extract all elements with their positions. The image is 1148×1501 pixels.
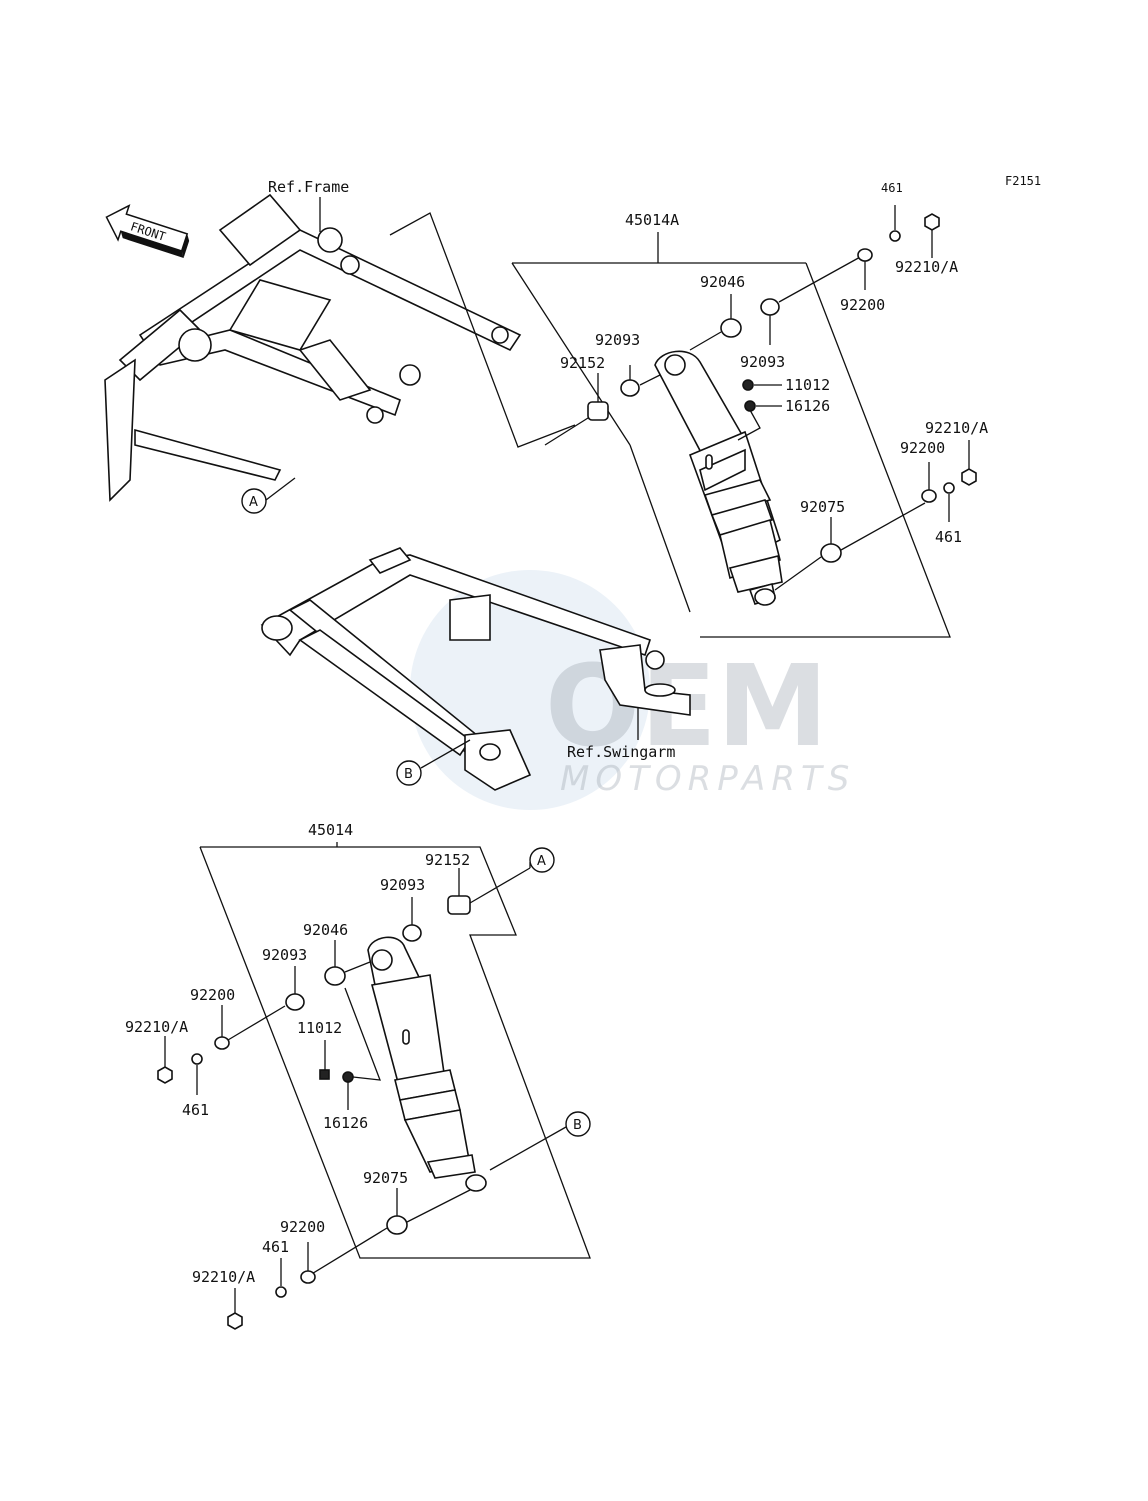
marker-b-leader-top <box>420 739 471 769</box>
marker-a-leader-top <box>265 477 296 501</box>
label-11012-lower: 11012 <box>297 1019 342 1037</box>
frame-drawing <box>104 193 522 502</box>
assembly-45014a-label: 45014A <box>625 211 679 229</box>
part-16126-lower <box>342 1071 354 1083</box>
assembly-45014-label: 45014 <box>308 821 353 839</box>
label-92210a-lower-bottom: 92210/A <box>192 1268 255 1286</box>
label-16126-lower: 16126 <box>323 1114 368 1132</box>
part-92075-lower <box>386 1215 408 1235</box>
label-92200-lower-bottom: 92200 <box>280 1218 325 1236</box>
swingarm-drawing <box>260 547 691 791</box>
part-11012-upper <box>742 379 754 391</box>
label-92200-upper-mid: 92200 <box>900 439 945 457</box>
part-461-upper-mid <box>943 482 955 494</box>
part-92200-lower-bottom <box>300 1270 316 1284</box>
upper-parts <box>544 205 977 591</box>
label-92046-upper: 92046 <box>700 273 745 291</box>
part-92093-lower-left <box>285 993 305 1011</box>
label-92200-upper-top: 92200 <box>840 296 885 314</box>
svg-text:A: A <box>537 854 546 869</box>
part-92046-upper <box>720 318 742 338</box>
front-arrow-icon: FRONT <box>105 204 190 258</box>
label-461-lower-bottom: 461 <box>262 1238 289 1256</box>
label-461-lower-left: 461 <box>182 1101 209 1119</box>
label-92210a-upper-mid: 92210/A <box>925 419 988 437</box>
part-461-upper-top <box>889 230 901 242</box>
part-461-lower-left <box>191 1053 203 1065</box>
svg-text:A: A <box>249 495 258 510</box>
diagram-code: F2151 <box>1005 174 1041 188</box>
label-92093-upper-right: 92093 <box>740 353 785 371</box>
label-16126-upper: 16126 <box>785 397 830 415</box>
label-461-upper-mid: 461 <box>935 528 962 546</box>
label-92093-lower-left: 92093 <box>262 946 307 964</box>
label-11012-upper: 11012 <box>785 376 830 394</box>
part-92093-lower-top <box>402 924 422 942</box>
svg-text:B: B <box>573 1118 582 1133</box>
lower-shock-absorber <box>367 936 487 1192</box>
marker-a-top: A <box>241 488 267 514</box>
upper-shock-absorber <box>654 350 783 606</box>
part-92152-lower <box>447 895 471 915</box>
part-92200-lower-left <box>214 1036 230 1050</box>
label-92093-lower-top: 92093 <box>380 876 425 894</box>
label-92093-upper-left: 92093 <box>595 331 640 349</box>
marker-a-lower: A <box>529 847 555 873</box>
watermark-sub: MOTORPARTS <box>560 759 855 799</box>
frame-ref-bracket <box>389 212 576 448</box>
part-461-lower-bottom <box>275 1286 287 1298</box>
lower-parts <box>157 867 531 1330</box>
part-92152-upper <box>587 401 609 421</box>
marker-b-leader-lower <box>489 1126 567 1171</box>
ref-swingarm-label: Ref.Swingarm <box>567 743 675 761</box>
label-92210a-lower-left: 92210/A <box>125 1018 188 1036</box>
part-92046-lower <box>324 966 346 986</box>
label-92046-lower: 92046 <box>303 921 348 939</box>
label-92152-upper: 92152 <box>560 354 605 372</box>
part-92200-upper-mid <box>921 489 937 503</box>
part-16126-upper <box>744 400 756 412</box>
upper-left-leg <box>629 444 691 613</box>
assembly-45014a-bracket <box>511 232 951 638</box>
part-92210a-lower-left <box>157 1066 173 1084</box>
label-92200-lower-left: 92200 <box>190 986 235 1004</box>
label-461-upper-top: 461 <box>881 181 903 195</box>
part-92210a-upper-mid <box>961 468 977 486</box>
part-11012-lower <box>319 1069 330 1080</box>
svg-text:B: B <box>404 767 413 782</box>
part-92210a-upper-top <box>924 213 940 231</box>
part-92093-upper-right <box>760 298 780 316</box>
part-92210a-lower-bottom <box>227 1312 243 1330</box>
part-92093-upper-left <box>620 379 640 397</box>
assembly-45014-bracket <box>199 842 591 1259</box>
marker-b-top: B <box>396 760 422 786</box>
ref-frame-label: Ref.Frame <box>268 178 349 196</box>
label-92075-upper: 92075 <box>800 498 845 516</box>
label-92152-lower: 92152 <box>425 851 470 869</box>
marker-b-lower: B <box>565 1111 591 1137</box>
part-92200-upper-top <box>857 248 873 262</box>
label-92210a-upper-top: 92210/A <box>895 258 958 276</box>
label-92075-lower: 92075 <box>363 1169 408 1187</box>
part-92075-upper <box>820 543 842 563</box>
